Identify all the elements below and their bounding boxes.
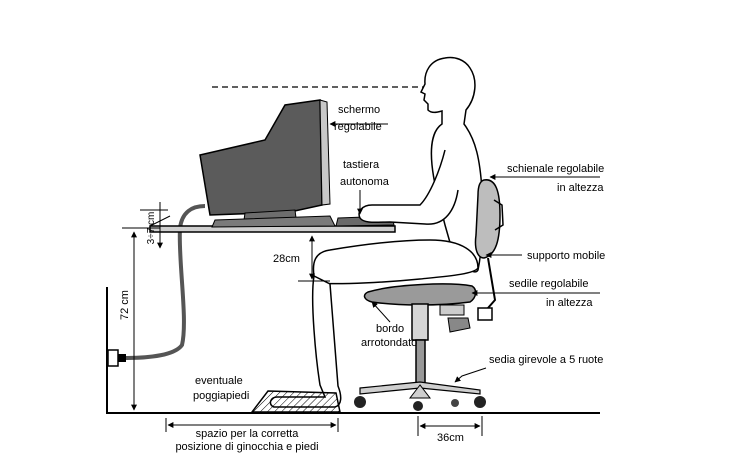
edge-label-2: arrotondato xyxy=(361,337,417,349)
knee-space-dimension xyxy=(165,418,339,432)
edge-arrow xyxy=(371,301,391,323)
screen-label-2: regolabile xyxy=(334,121,382,133)
desk-height-label: 72 cm xyxy=(119,290,131,320)
backrest-label-2: in altezza xyxy=(557,182,604,194)
edge-label-1: bordo xyxy=(376,323,404,335)
base-width-dimension xyxy=(417,416,483,436)
seated-person xyxy=(269,56,484,408)
screen-label-1: schermo xyxy=(338,104,380,116)
keyboard-label-2: autonoma xyxy=(340,176,390,188)
support-label: supporto mobile xyxy=(527,250,605,262)
knee-space-label-1: spazio per la corretta xyxy=(196,428,300,440)
knee-space-label-2: posizione di ginocchia e piedi xyxy=(175,441,318,453)
power-cable xyxy=(125,204,206,360)
thigh-clearance-label: 28cm xyxy=(273,253,300,265)
keyboard-height-label: 3÷7 cm xyxy=(146,212,157,245)
footrest-label-1: eventuale xyxy=(195,375,243,387)
thigh-clearance-dimension xyxy=(298,235,330,282)
footrest-label-2: poggiapiedi xyxy=(193,390,249,402)
footrest xyxy=(250,390,341,413)
base-width-label: 36cm xyxy=(437,432,464,444)
backrest-label-1: schienale regolabile xyxy=(507,163,604,175)
keyboard-label-1: tastiera xyxy=(343,159,380,171)
chair-label: sedia girevole a 5 ruote xyxy=(489,354,603,366)
monitor xyxy=(199,99,336,228)
swivel-chair xyxy=(354,179,504,411)
keyboard-height-dimension xyxy=(140,202,168,249)
wall-socket xyxy=(107,349,126,367)
seat-label-1: sedile regolabile xyxy=(509,278,589,290)
seat-label-2: in altezza xyxy=(546,297,593,309)
desk-height-dimension xyxy=(122,227,160,411)
chair-arrow xyxy=(454,367,487,383)
